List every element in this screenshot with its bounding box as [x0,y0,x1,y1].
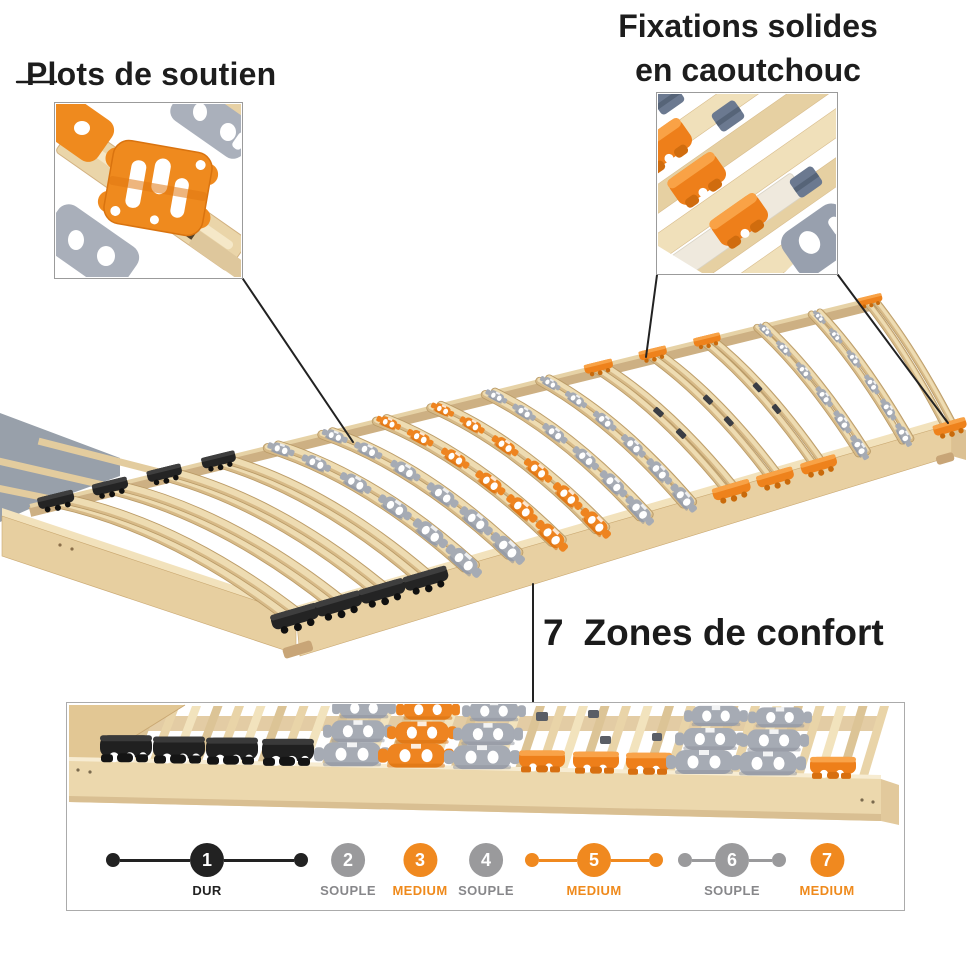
zone-number-badge: 7 [810,843,844,877]
zone1-cap-icon [206,737,258,765]
legend-zone: 7 MEDIUM [799,842,854,898]
zone-range-dot [772,853,786,867]
rubber-fixation-icon [709,192,769,249]
zone-range-dot [294,853,308,867]
zone-range-line [611,858,649,862]
zone-range-line [120,858,190,862]
rubber-fixation-icon [658,117,693,174]
fixations-detail-inset [656,92,838,275]
legend-zone: 6 SOUPLE [678,842,786,898]
holder-stack-icon [684,705,748,727]
zone-label: SOUPLE [704,883,760,898]
zone-number-badge: 3 [403,843,437,877]
legend-zone: 3 MEDIUM [392,842,447,898]
fixations-title: Fixations solides en caoutchouc [585,4,911,92]
leader-lines [15,80,949,703]
holder-stack-icon [675,727,745,751]
comfort-zones-panel [66,702,905,911]
slats [44,295,958,624]
zone-range-line [749,858,772,862]
zone-number-badge: 1 [190,843,224,877]
holder-stack-icon [323,720,393,743]
zone-range-dot [649,853,663,867]
plots-detail-art [56,104,241,277]
holder-stack-icon [730,751,806,776]
slat-holder-chains [267,310,912,578]
zone-label: MEDIUM [566,883,622,898]
fixations-title-line1: Fixations solides [618,8,878,44]
zone-number-badge: 6 [715,843,749,877]
zone-label: DUR [192,883,222,898]
fixations-detail-art [658,94,836,273]
zone1-cap-icon [153,736,205,764]
zone-range-line [692,858,715,862]
plots-title: Plots de soutien [26,56,277,92]
zone5-cap-icon [810,756,856,779]
zone1-cap-icon [262,738,314,766]
zone-number-badge: 4 [468,843,503,877]
legend-zone: 5 MEDIUM [525,842,663,898]
legend-zone: 4 SOUPLE [458,842,514,898]
slat-end-caps [37,293,967,634]
zone-range-line [539,858,577,862]
zone5-cap-icon [626,752,672,775]
holder-stack-icon [453,723,523,746]
holder-stack-icon [444,745,520,770]
slat-continuations [0,437,166,504]
zone-number-badge: 5 [577,843,611,877]
rubber-fixation-icon [667,151,727,208]
zone-number-badge: 2 [330,843,365,877]
zone5-cap-icon [519,750,565,773]
zone-label: MEDIUM [799,883,855,898]
legend-zone: 1 DUR [106,842,308,898]
fixations-title-line2: en caoutchouc [635,52,861,88]
support-plot-icon [97,139,219,237]
zones-count: 7 [543,612,564,653]
holder-stack-icon [739,729,809,752]
zones-title: 7 Zones de confort [543,612,884,654]
holder-stack-icon [332,704,396,719]
holder-stack-icon [396,704,460,720]
holder-stack-icon [748,707,812,728]
legend-zone: 2 SOUPLE [320,842,376,898]
holder-stack-icon [387,721,457,744]
zone-label: MEDIUM [392,883,448,898]
zones-label: Zones de confort [583,612,884,653]
zone5-cap-icon [573,751,619,774]
holder-stack-icon [462,704,526,722]
plots-detail-inset [54,102,243,279]
zone-range-dot [678,853,692,867]
bed-illustration [0,293,967,659]
zone-range-line [224,858,294,862]
zone1-cap-icon [100,735,152,763]
zone-label: SOUPLE [320,883,376,898]
zone-range-dot [525,853,539,867]
zone-label: SOUPLE [458,883,514,898]
zone-range-dot [106,853,120,867]
